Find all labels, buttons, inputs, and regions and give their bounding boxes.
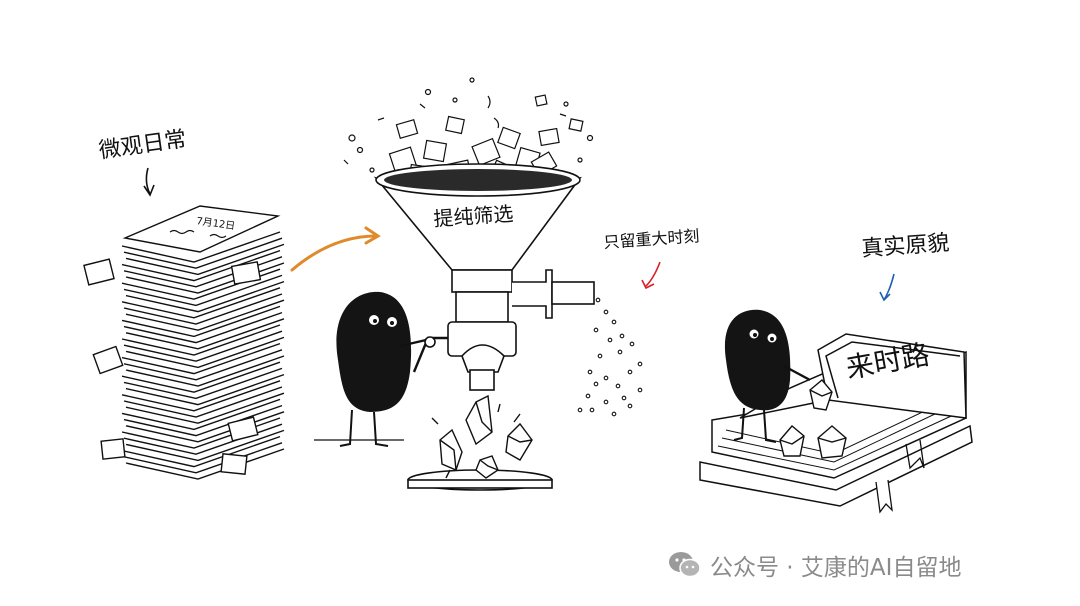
filtered-bits <box>577 297 643 417</box>
filtered-bit <box>627 403 633 409</box>
paper-layer <box>125 318 285 350</box>
loose-papers <box>83 258 262 475</box>
filtered-bit <box>589 407 595 413</box>
character-left <box>314 291 427 447</box>
filtered-bit <box>619 333 625 339</box>
funnel-label: 提纯筛选 <box>433 201 514 231</box>
paper-layer <box>125 299 285 331</box>
paper-layer <box>125 355 285 387</box>
paper-layer <box>123 311 283 344</box>
paper-layer <box>125 429 285 462</box>
paper-layer <box>123 237 283 269</box>
filtered-bit <box>629 341 635 347</box>
watermark-text: 公众号 · 艾康的AI自留地 <box>710 555 962 581</box>
stack-label-arrow <box>143 167 155 197</box>
filtered-bit <box>607 337 613 343</box>
paper-layer <box>121 324 281 356</box>
top-paper-sheet <box>122 205 281 253</box>
filtered-bit <box>611 319 617 325</box>
filtered-bit <box>603 309 609 315</box>
paper-layer <box>123 386 283 418</box>
paper-layer <box>121 231 281 263</box>
confetti-bits <box>343 77 594 173</box>
filtered-bit <box>595 297 601 303</box>
filtered-bit <box>577 407 583 413</box>
paper-layer <box>125 336 285 369</box>
filtered-bit <box>611 411 617 417</box>
paper-layer <box>121 342 281 375</box>
filtered-bit <box>597 353 603 359</box>
crystals-machine <box>431 394 533 479</box>
paper-layer <box>123 349 283 381</box>
funnel: 提纯筛选 <box>373 163 595 491</box>
filtered-bit <box>637 361 643 367</box>
paper-layer <box>121 398 281 431</box>
red-note: 只留重大时刻 <box>603 226 700 252</box>
orange-arrow <box>290 226 381 272</box>
paper-layer <box>123 274 283 307</box>
filtered-bit <box>587 369 593 375</box>
paper-layer <box>125 280 285 313</box>
filtered-bit <box>627 369 633 375</box>
paper-layer <box>121 435 281 468</box>
filtered-bit <box>637 387 643 393</box>
paper-stack: 7月12日 <box>83 205 285 480</box>
paper-layer <box>125 373 285 406</box>
paper-layer <box>121 361 281 393</box>
paper-layer <box>121 287 281 319</box>
red-note-arrow <box>641 261 661 290</box>
stack-label: 微观日常 <box>97 127 188 164</box>
paper-layer <box>121 380 281 412</box>
filtered-bit <box>621 395 627 401</box>
filtered-bit <box>593 381 599 387</box>
blue-note-arrow <box>879 273 895 302</box>
paper-date: 7月12日 <box>196 215 236 232</box>
filtered-bit <box>615 383 621 389</box>
paper-layer <box>125 448 285 480</box>
paper-layer <box>123 293 283 325</box>
paper-layer <box>123 442 283 474</box>
paper-layer <box>125 243 285 276</box>
paper-layer <box>125 392 285 424</box>
blue-note: 真实原貌 <box>861 231 951 262</box>
filtered-bit <box>617 349 623 355</box>
watermark: 公众号 · 艾康的AI自留地 <box>668 548 961 582</box>
paper-layer <box>123 367 283 400</box>
paper-layer <box>123 330 283 362</box>
filtered-bit <box>603 399 609 405</box>
filtered-bit <box>585 393 591 399</box>
crystals-book <box>779 379 847 459</box>
paper-layer <box>121 305 281 338</box>
paper-layer <box>125 411 285 443</box>
paper-layer <box>123 404 283 437</box>
character-right <box>724 309 811 443</box>
filtered-bit <box>593 327 599 333</box>
filtered-bit <box>603 375 609 381</box>
wechat-icon <box>668 551 702 579</box>
paper-layer <box>121 249 281 282</box>
